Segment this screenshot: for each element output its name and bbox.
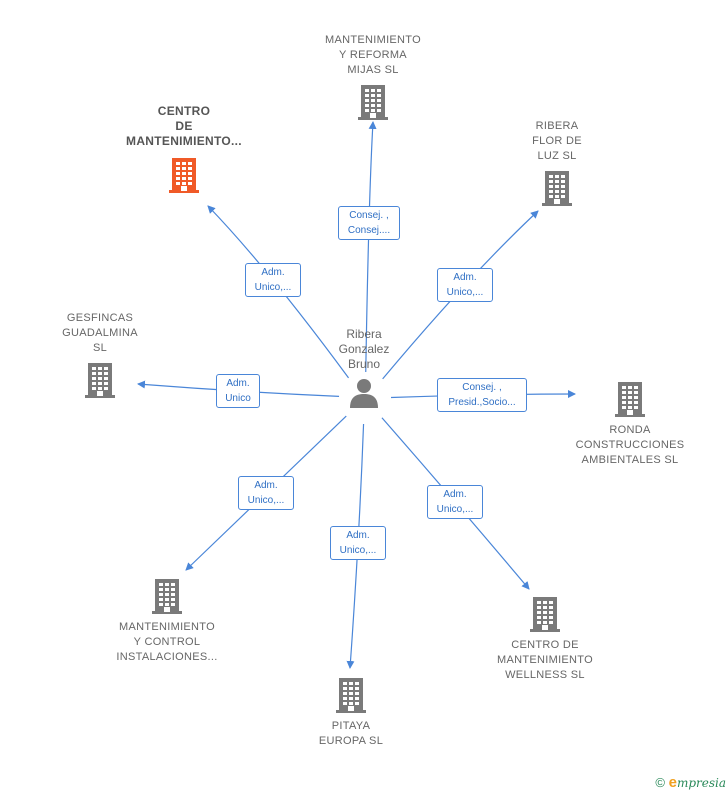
building-icon (530, 597, 560, 632)
company-name: MANTENIMIENTO Y REFORMA MIJAS SL (325, 34, 421, 76)
edge-label-pitaya[interactable]: Adm. Unico,... (330, 526, 386, 560)
company-name: MANTENIMIENTO Y CONTROL INSTALACIONES... (116, 621, 218, 663)
building-icon (152, 579, 182, 614)
center-person[interactable]: Ribera Gonzalez Bruno (318, 327, 410, 410)
edge-label-ronda[interactable]: Consej. , Presid.,Socio... (437, 378, 527, 412)
company-node-pitaya[interactable]: PITAYA EUROPA SL (304, 677, 398, 749)
brand-logo-text: mpresia (676, 776, 726, 790)
center-person-name: Ribera Gonzalez Bruno (338, 327, 390, 371)
company-node-mantenimiento-control[interactable]: MANTENIMIENTO Y CONTROL INSTALACIONES... (104, 578, 230, 665)
building-icon (336, 678, 366, 713)
company-node-wellness[interactable]: CENTRO DE MANTENIMIENTO WELLNESS SL (484, 596, 606, 683)
edge-label-wellness[interactable]: Adm. Unico,... (427, 485, 483, 519)
edge-label-gesfincas[interactable]: Adm. Unico (216, 374, 260, 408)
edge-label-ribera-flor[interactable]: Adm. Unico,... (437, 268, 493, 302)
edge-label-mantenimiento-control[interactable]: Adm. Unico,... (238, 476, 294, 510)
company-name: CENTRO DE MANTENIMIENTO WELLNESS SL (497, 639, 593, 681)
person-icon (350, 379, 378, 408)
company-name: CENTRO DE MANTENIMIENTO... (126, 104, 242, 148)
company-node-gesfincas[interactable]: GESFINCAS GUADALMINA SL (50, 311, 150, 398)
company-name: PITAYA EUROPA SL (318, 720, 384, 747)
company-name: RONDA CONSTRUCCIONES AMBIENTALES SL (575, 424, 685, 466)
building-icon (85, 363, 115, 398)
edge-label-centro-mantenimiento[interactable]: Adm. Unico,... (245, 263, 301, 297)
company-node-centro-mantenimiento[interactable]: CENTRO DE MANTENIMIENTO... (118, 104, 250, 193)
company-node-ronda[interactable]: RONDA CONSTRUCCIONES AMBIENTALES SL (560, 381, 700, 468)
edge-label-mantenimiento-reforma[interactable]: Consej. , Consej.... (338, 206, 400, 240)
building-icon (358, 85, 388, 120)
company-node-mantenimiento-reforma[interactable]: MANTENIMIENTO Y REFORMA MIJAS SL (318, 33, 428, 120)
building-icon (542, 171, 572, 206)
building-icon (169, 158, 199, 193)
brand-logo-initial: e (668, 774, 677, 791)
copyright-symbol: © (655, 775, 665, 790)
company-name: GESFINCAS GUADALMINA SL (62, 312, 138, 354)
building-icon (615, 382, 645, 417)
company-name: RIBERA FLOR DE LUZ SL (532, 120, 582, 162)
company-node-ribera-flor[interactable]: RIBERA FLOR DE LUZ SL (512, 119, 602, 206)
footer-brand: © empresia (655, 774, 726, 791)
